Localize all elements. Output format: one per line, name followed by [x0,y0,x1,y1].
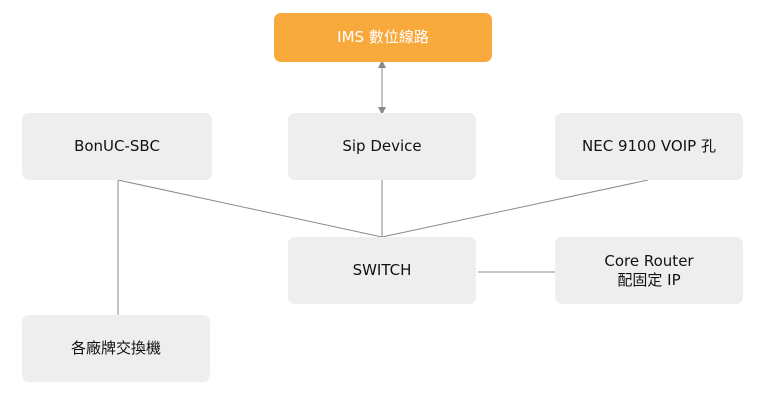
sip-device-label: Sip Device [342,137,422,155]
switch-node: SWITCH [288,237,476,304]
ims-digital-line-node: IMS 數位線路 [274,13,492,62]
core-router-ip-label: 配固定 IP [617,270,681,289]
nec-voip-label: NEC 9100 VOIP 孔 [582,137,716,155]
pbx-node: 各廠牌交換機 [22,315,210,382]
switch-label: SWITCH [352,261,412,279]
ims-digital-line-label: IMS 數位線路 [337,28,429,46]
core-router-node: Core Router 配固定 IP [555,237,743,304]
sip-device-node: Sip Device [288,113,476,180]
bonuc-sbc-node: BonUC-SBC [22,113,212,180]
bonuc-switch-connector [117,179,383,238]
bonuc-sbc-label: BonUC-SBC [74,137,160,155]
core-router-label: Core Router [604,251,694,270]
nec-switch-connector [381,179,649,238]
pbx-label: 各廠牌交換機 [70,339,161,357]
nec-voip-node: NEC 9100 VOIP 孔 [555,113,743,180]
